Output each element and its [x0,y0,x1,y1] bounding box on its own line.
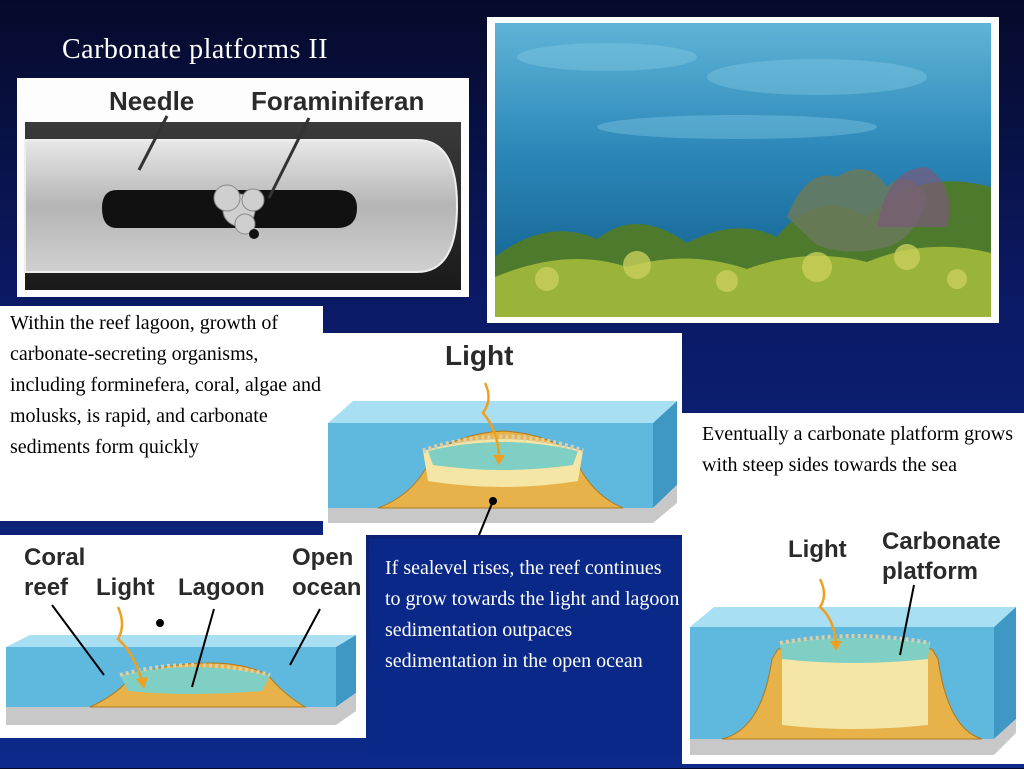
label-foraminiferan: Foraminiferan [251,86,424,116]
label-lagoon: Lagoon [178,574,265,601]
underwater-reef-photo [487,17,999,323]
lagoon-growth-text: Within the reef lagoon, growth of carbon… [0,306,323,521]
label-coral: Coral [24,544,85,571]
needle-foraminiferan-image: Needle Foraminiferan [17,78,469,297]
slide-title: Carbonate platforms II [62,34,329,65]
label-ocean: ocean [292,574,361,601]
label-light-right: Light [788,536,847,563]
label-reef: reef [24,574,69,601]
label-carbonate: Carbonate [882,528,1001,555]
label-needle: Needle [109,86,194,116]
label-light-top: Light [445,340,513,371]
sealevel-rises-text: If sealevel rises, the reef continues to… [369,539,682,755]
label-open: Open [292,544,353,571]
label-platform: platform [882,558,978,585]
diagram-coral-reef-lagoon: Coral reef Light Lagoon Open ocean [0,535,366,738]
platform-grows-text: Eventually a carbonate platform grows wi… [682,413,1024,519]
label-light-left: Light [96,574,155,601]
diagram-carbonate-platform: Light Carbonate platform [682,519,1024,764]
diagram-lagoon-growth: Light [323,333,682,580]
